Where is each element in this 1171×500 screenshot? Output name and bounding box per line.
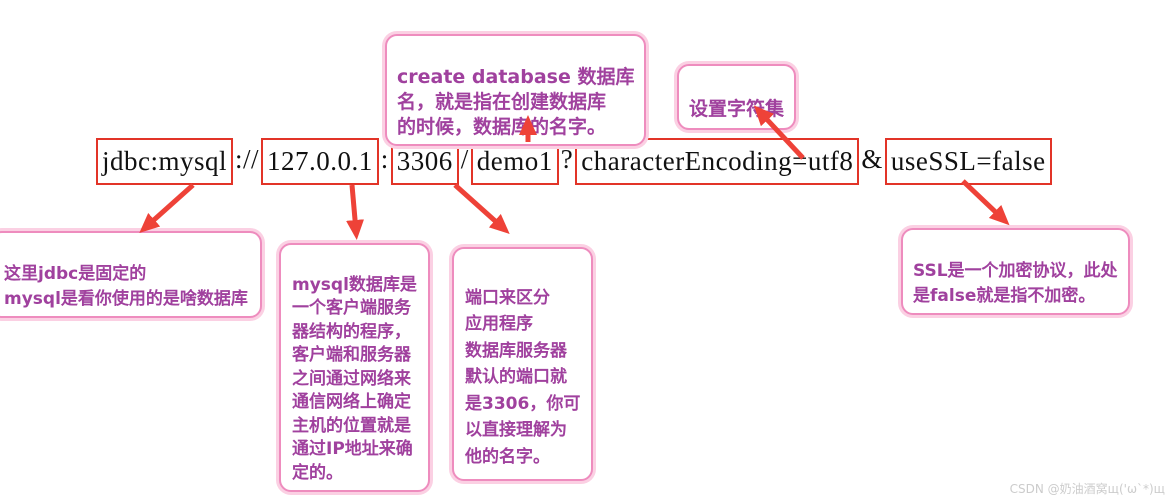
segment-query-separator: ?	[560, 144, 574, 174]
segment-host-ip: 127.0.0.1	[261, 138, 379, 185]
segment-param-use-ssl: useSSL=false	[884, 138, 1052, 185]
segment-slash-separator: /	[460, 144, 469, 174]
callout-create-database: create database 数据库 名，就是指在创建数据库 的时候，数据库的…	[385, 34, 647, 146]
callout-port: 端口来区分 应用程序 数据库服务器 默认的端口就 是3306，你可 以直接理解为…	[452, 247, 594, 481]
callout-charset-text: 设置字符集	[689, 98, 785, 120]
arrow-ssl	[961, 179, 1010, 226]
callout-create-database-text: create database 数据库 名，就是指在创建数据库 的时候，数据库的…	[397, 66, 635, 138]
callout-jdbc-protocol-text: 这里jdbc是固定的 mysql是看你使用的是啥数据库	[4, 264, 248, 309]
segment-param-character-encoding: characterEncoding=utf8	[575, 138, 860, 185]
segment-colon-separator: :	[380, 144, 389, 174]
arrow-port	[453, 183, 510, 235]
callout-mysql-host: mysql数据库是 一个客户端服务 器结构的程序， 客户端和服务器 之间通过网络…	[279, 243, 430, 492]
callout-port-text: 端口来区分 应用程序 数据库服务器 默认的端口就 是3306，你可 以直接理解为…	[465, 287, 581, 467]
callout-jdbc-protocol: 这里jdbc是固定的 mysql是看你使用的是啥数据库	[0, 231, 262, 318]
callout-ssl: SSL是一个加密协议，此处 是false就是指不加密。	[901, 228, 1130, 315]
callout-mysql-host-text: mysql数据库是 一个客户端服务 器结构的程序， 客户端和服务器 之间通过网络…	[292, 274, 417, 483]
segment-scheme-separator: ://	[235, 144, 260, 174]
segment-port-number: 3306	[390, 138, 459, 185]
connection-string: jdbc:mysql://127.0.0.1:3306/demo1?charac…	[96, 138, 1052, 185]
segment-ampersand-separator: &	[861, 144, 883, 174]
arrow-jdbc	[139, 183, 195, 233]
arrow-host	[346, 184, 365, 240]
watermark: CSDN @奶油酒窝щ('ω`*)щ	[1009, 482, 1165, 496]
callout-charset: 设置字符集	[677, 64, 797, 130]
segment-protocol-jdbc-mysql: jdbc:mysql	[96, 138, 233, 185]
callout-ssl-text: SSL是一个加密协议，此处 是false就是指不加密。	[913, 261, 1118, 306]
